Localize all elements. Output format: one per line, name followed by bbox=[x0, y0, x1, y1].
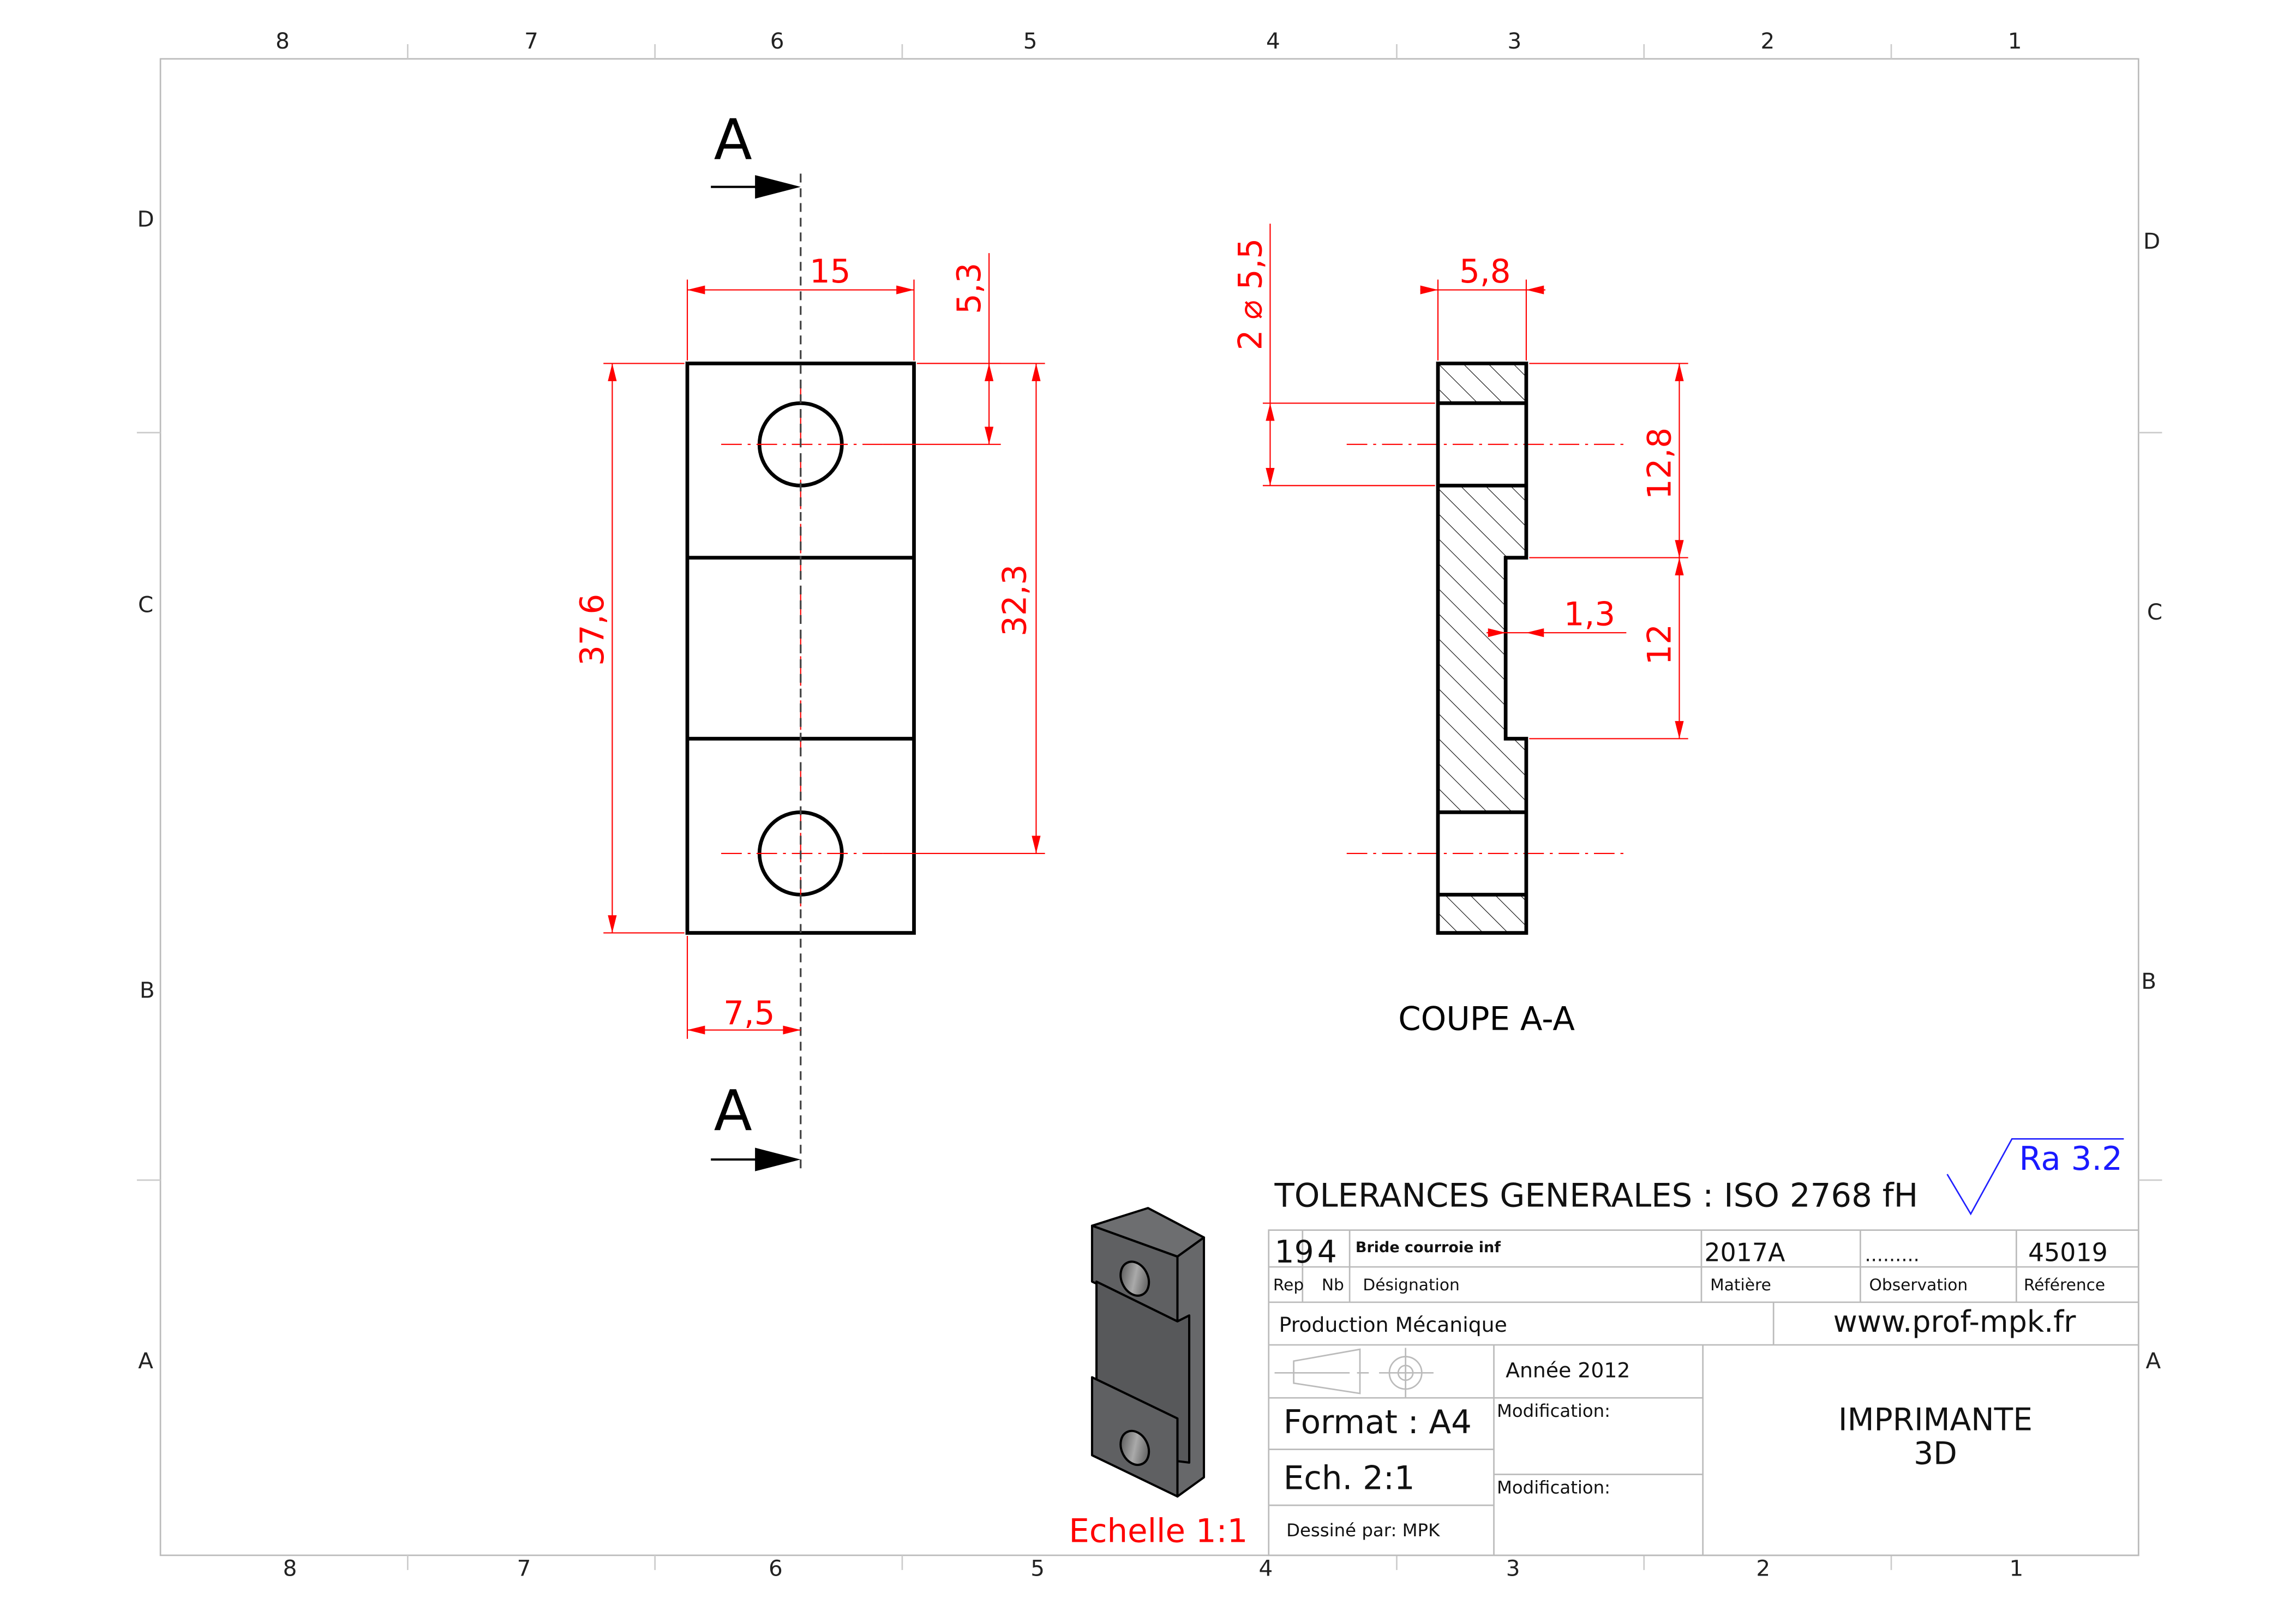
year: Année 2012 bbox=[1506, 1358, 1630, 1382]
row-left-a: A bbox=[138, 1348, 153, 1374]
projection-symbol bbox=[1274, 1348, 1434, 1398]
row-left-c: C bbox=[138, 591, 153, 617]
row-right-b: B bbox=[2141, 968, 2156, 994]
reference-value: 45019 bbox=[2028, 1237, 2108, 1267]
section-arrow-bottom bbox=[755, 1147, 801, 1171]
row-right-a: A bbox=[2145, 1348, 2161, 1374]
zone-top-4: 4 bbox=[1266, 28, 1280, 54]
rep-value: 19 bbox=[1275, 1234, 1314, 1270]
nb-label: Nb bbox=[1322, 1275, 1344, 1294]
row-left-b: B bbox=[140, 977, 155, 1003]
format: Format : A4 bbox=[1284, 1403, 1472, 1441]
roughness-symbol: Ra 3.2 bbox=[1946, 1138, 2124, 1216]
modification-2: Modification: bbox=[1497, 1477, 1610, 1498]
zone-top-3: 3 bbox=[1507, 28, 1521, 54]
iso-hole-top bbox=[1119, 1260, 1150, 1297]
general-tolerances: TOLERANCES GENERALES : ISO 2768 fH bbox=[1274, 1176, 1919, 1214]
designation-value: Bride courroie inf bbox=[1356, 1239, 1501, 1256]
dim-half-width: 7,5 bbox=[723, 994, 775, 1032]
zone-top-1: 1 bbox=[2008, 28, 2022, 54]
dim-holes: 2 ⌀ 5,5 bbox=[1231, 238, 1269, 351]
zone-top-7: 7 bbox=[524, 28, 538, 54]
dimension-arrows bbox=[608, 285, 1684, 1035]
zone-labels: 8 7 6 5 4 3 2 1 8 7 6 5 4 3 2 1 D C B A … bbox=[137, 28, 2163, 1582]
section-view: COUPE A-A bbox=[1398, 362, 1575, 1038]
modification-1: Modification: bbox=[1497, 1400, 1610, 1421]
drawn-by: Dessiné par: MPK bbox=[1286, 1520, 1440, 1541]
zone-top-8: 8 bbox=[275, 28, 290, 54]
matiere-value: 2017A bbox=[1704, 1237, 1785, 1267]
reference-label: Référence bbox=[2024, 1275, 2105, 1294]
roughness-value: Ra 3.2 bbox=[2019, 1140, 2123, 1177]
row-left-d: D bbox=[137, 206, 154, 232]
section-title: COUPE A-A bbox=[1398, 1000, 1575, 1038]
rep-label: Rep bbox=[1273, 1275, 1304, 1294]
zone-bottom-8: 8 bbox=[283, 1555, 297, 1582]
dim-upper-height: 12,8 bbox=[1640, 428, 1678, 500]
section-arrow-top bbox=[755, 175, 801, 199]
matiere-label: Matière bbox=[1710, 1275, 1771, 1294]
dimension-lines bbox=[603, 224, 1688, 1039]
website-link[interactable]: www.prof-mpk.fr bbox=[1833, 1305, 2077, 1339]
dim-hole-offset: 5,3 bbox=[950, 263, 988, 314]
sheet-frame bbox=[136, 44, 2162, 1570]
zone-bottom-4: 4 bbox=[1258, 1555, 1273, 1582]
section-mark-bottom: A bbox=[714, 1079, 752, 1144]
title-block: 19 4 Bride courroie inf 2017A ......... … bbox=[1268, 1229, 2139, 1556]
zone-bottom-2: 2 bbox=[1756, 1555, 1770, 1582]
zone-bottom-3: 3 bbox=[1506, 1555, 1520, 1582]
iso-scale-label: Echelle 1:1 bbox=[1069, 1512, 1248, 1550]
company-name: Production Mécanique bbox=[1279, 1313, 1507, 1337]
dim-overall-height: 37,6 bbox=[573, 594, 611, 666]
isometric-view bbox=[1090, 1207, 1206, 1498]
zone-bottom-7: 7 bbox=[517, 1555, 531, 1582]
zone-bottom-1: 1 bbox=[2009, 1555, 2023, 1582]
zone-top-6: 6 bbox=[770, 28, 784, 54]
zone-top-5: 5 bbox=[1023, 28, 1038, 54]
observation-value: ......... bbox=[1865, 1243, 1919, 1266]
nb-value: 4 bbox=[1317, 1234, 1337, 1270]
zone-top-2: 2 bbox=[1761, 28, 1775, 54]
project-title-line1: IMPRIMANTE bbox=[1838, 1402, 2033, 1438]
drawing-scale: Ech. 2:1 bbox=[1284, 1459, 1415, 1496]
zone-bottom-6: 6 bbox=[769, 1555, 783, 1582]
dimension-values: 15 5,3 37,6 32,3 7,5 2 ⌀ 5,5 5,8 12,8 1,… bbox=[573, 238, 1678, 1032]
dim-width: 15 bbox=[810, 253, 851, 290]
row-right-d: D bbox=[2143, 228, 2160, 254]
row-right-c: C bbox=[2147, 599, 2162, 625]
iso-hole-bottom bbox=[1119, 1429, 1150, 1466]
dim-thickness: 5,8 bbox=[1459, 253, 1510, 290]
designation-label: Désignation bbox=[1363, 1275, 1459, 1294]
section-mark-top: A bbox=[714, 107, 752, 172]
dim-notch-height: 12 bbox=[1640, 624, 1678, 665]
dim-hole-spacing: 32,3 bbox=[996, 564, 1034, 636]
zone-bottom-5: 5 bbox=[1030, 1555, 1045, 1582]
section-line: A A bbox=[711, 107, 802, 1173]
observation-label: Observation bbox=[1869, 1275, 1968, 1294]
dim-notch-depth: 1,3 bbox=[1564, 596, 1615, 633]
project-title-line2: 3D bbox=[1914, 1436, 1957, 1472]
